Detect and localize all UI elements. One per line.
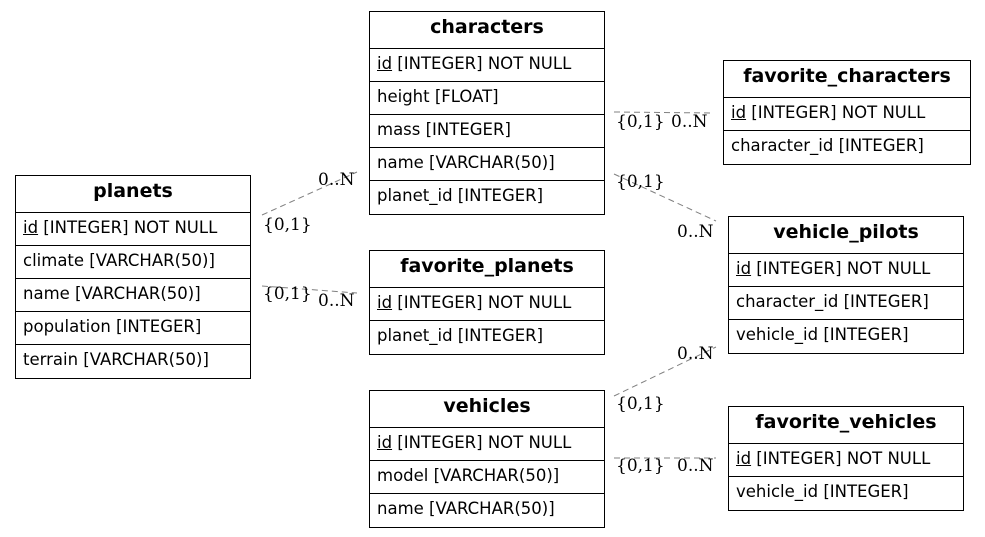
column-row[interactable]: character_id [INTEGER] [724,131,970,164]
column-row[interactable]: vehicle_id [INTEGER] [729,477,963,510]
primary-key-name: id [736,259,752,278]
column-definition: [INTEGER] NOT NULL [392,54,572,73]
column-row[interactable]: id [INTEGER] NOT NULL [370,288,604,321]
column-definition: character_id [INTEGER] [736,292,929,311]
column-row[interactable]: mass [INTEGER] [370,115,604,148]
column-definition: climate [VARCHAR(50)] [23,251,215,270]
table-title: favorite_vehicles [729,407,963,444]
column-row[interactable]: population [INTEGER] [16,312,250,345]
table-title: characters [370,12,604,49]
relationship-line [613,111,714,114]
column-definition: [INTEGER] NOT NULL [751,259,931,278]
card-characters-pilots-to: 0..N [677,222,714,242]
column-definition: character_id [INTEGER] [731,136,924,155]
primary-key-name: id [731,103,747,122]
column-definition: planet_id [INTEGER] [377,326,544,345]
table-title: favorite_planets [370,251,604,288]
column-definition: mass [INTEGER] [377,120,511,139]
column-definition: vehicle_id [INTEGER] [736,482,909,501]
card-characters-favchars-from: {0,1} [616,112,665,132]
column-definition: terrain [VARCHAR(50)] [23,350,209,369]
column-row[interactable]: name [VARCHAR(50)] [370,494,604,527]
primary-key-name: id [377,433,393,452]
primary-key-name: id [377,54,393,73]
column-row[interactable]: id [INTEGER] NOT NULL [370,428,604,461]
card-planets-favplanets-from: {0,1} [263,284,312,304]
column-row[interactable]: planet_id [INTEGER] [370,181,604,214]
primary-key-name: id [377,293,393,312]
column-definition: name [VARCHAR(50)] [23,284,201,303]
column-definition: name [VARCHAR(50)] [377,153,555,172]
column-row[interactable]: terrain [VARCHAR(50)] [16,345,250,378]
card-vehicles-favvehicles-to: 0..N [677,456,714,476]
card-characters-pilots-from: {0,1} [616,172,665,192]
column-definition: planet_id [INTEGER] [377,186,544,205]
column-row[interactable]: id [INTEGER] NOT NULL [16,213,250,246]
relationship-line [261,285,358,294]
column-row[interactable]: id [INTEGER] NOT NULL [729,254,963,287]
table-title: vehicles [370,391,604,428]
column-row[interactable]: name [VARCHAR(50)] [16,279,250,312]
relationship-line [261,171,358,216]
column-definition: model [VARCHAR(50)] [377,466,560,485]
column-row[interactable]: vehicle_id [INTEGER] [729,320,963,353]
card-vehicles-favvehicles-from: {0,1} [616,456,665,476]
table-title: vehicle_pilots [729,217,963,254]
card-planets-characters-to: 0..N [318,170,355,190]
column-row[interactable]: id [INTEGER] NOT NULL [724,98,970,131]
column-row[interactable]: name [VARCHAR(50)] [370,148,604,181]
column-definition: [INTEGER] NOT NULL [38,218,218,237]
column-definition: vehicle_id [INTEGER] [736,325,909,344]
relationship-line [613,346,717,397]
primary-key-name: id [736,449,752,468]
card-vehicles-pilots-to: 0..N [677,344,714,364]
column-definition: [INTEGER] NOT NULL [392,433,572,452]
card-characters-favchars-to: 0..N [671,112,708,132]
column-row[interactable]: height [FLOAT] [370,82,604,115]
table-title: favorite_characters [724,61,970,98]
column-definition: name [VARCHAR(50)] [377,499,555,518]
column-row[interactable]: id [INTEGER] NOT NULL [729,444,963,477]
column-definition: [INTEGER] NOT NULL [751,449,931,468]
column-row[interactable]: planet_id [INTEGER] [370,321,604,354]
column-definition: population [INTEGER] [23,317,202,336]
relationship-line [613,173,717,222]
card-planets-characters-from: {0,1} [263,215,312,235]
column-definition: height [FLOAT] [377,87,499,106]
column-definition: [INTEGER] NOT NULL [746,103,926,122]
column-definition: [INTEGER] NOT NULL [392,293,572,312]
primary-key-name: id [23,218,39,237]
column-row[interactable]: character_id [INTEGER] [729,287,963,320]
column-row[interactable]: climate [VARCHAR(50)] [16,246,250,279]
card-planets-favplanets-to: 0..N [318,291,355,311]
table-title: planets [16,176,250,213]
column-row[interactable]: id [INTEGER] NOT NULL [370,49,604,82]
column-row[interactable]: model [VARCHAR(50)] [370,461,604,494]
card-vehicles-pilots-from: {0,1} [616,394,665,414]
